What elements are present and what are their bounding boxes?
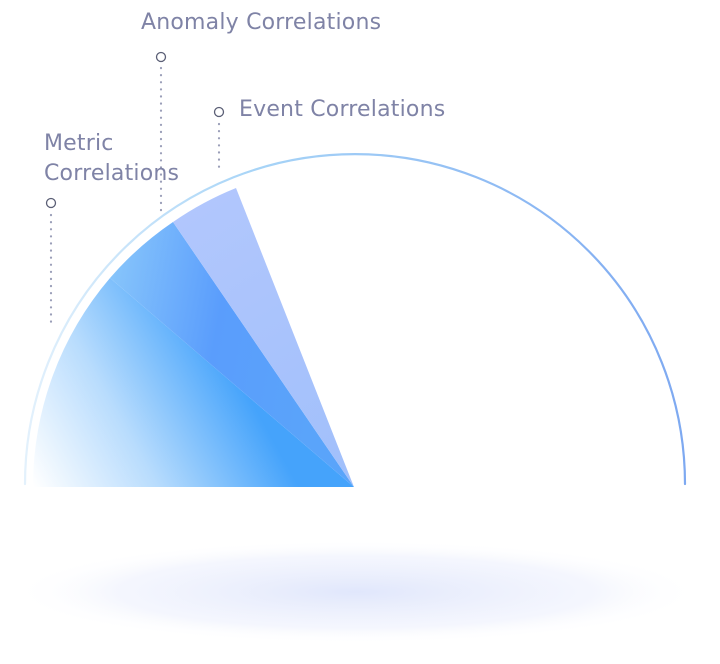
anomaly-correlations-label: Anomaly Correlations xyxy=(141,10,382,35)
metric-leader xyxy=(45,197,57,325)
event-correlations-wedge xyxy=(173,188,354,487)
metric-correlations-wedge xyxy=(32,278,354,487)
metric-leader-dot xyxy=(45,197,57,209)
anomaly-leader-dot xyxy=(155,51,167,63)
floor-shadow xyxy=(11,540,701,644)
event-leader xyxy=(213,106,225,172)
anomaly-leader xyxy=(155,51,167,216)
event-leader-dot xyxy=(213,106,225,118)
metric-correlations-label: Metric Correlations xyxy=(44,131,180,186)
event-correlations-label: Event Correlations xyxy=(239,97,446,122)
outer-arc xyxy=(23,152,687,486)
anomaly-correlations-wedge xyxy=(110,222,354,487)
